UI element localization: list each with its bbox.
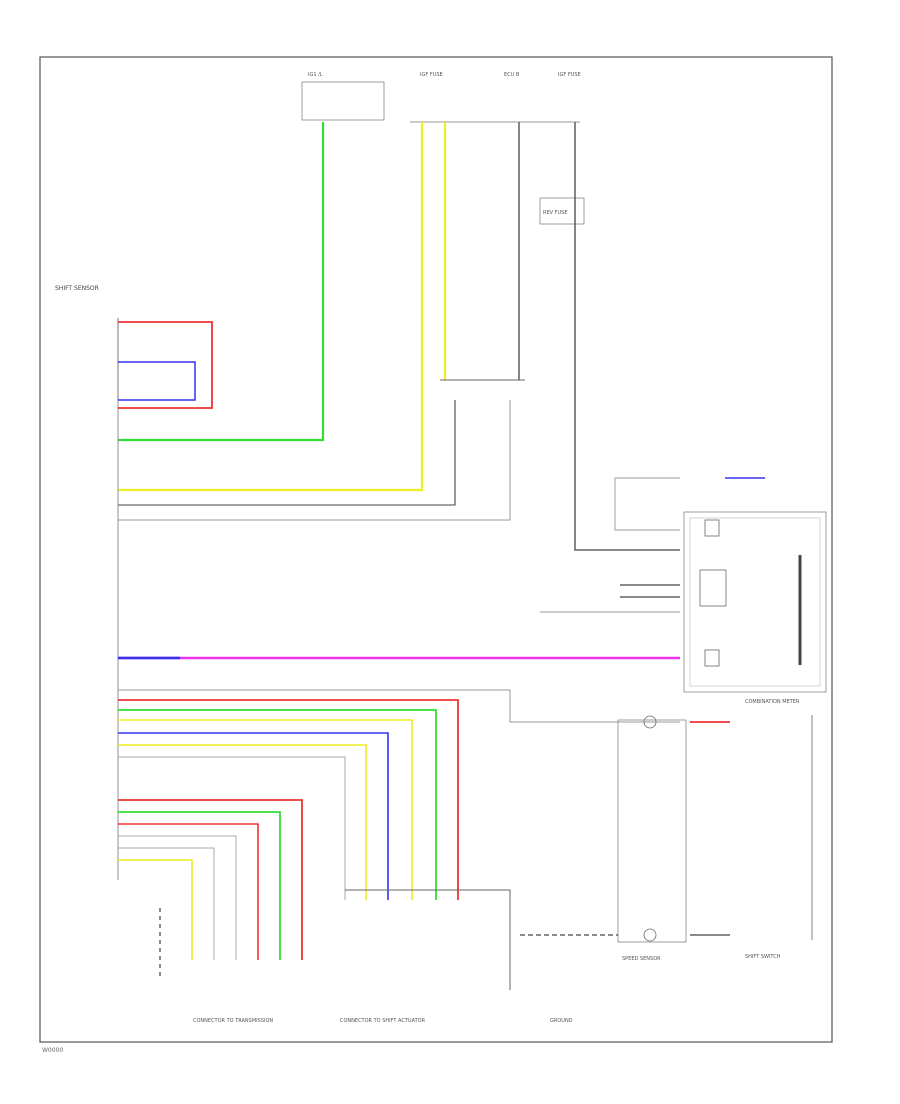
wire-yellow-bundle bbox=[118, 719, 413, 900]
wire-green bbox=[118, 122, 325, 442]
wire-gray-meter bbox=[614, 478, 680, 531]
wire-gray-1 bbox=[118, 400, 511, 521]
speed-sensor-label: SPEED SENSOR bbox=[622, 956, 661, 962]
wire-green-lower bbox=[118, 811, 281, 960]
fuse-label-3: ECU B bbox=[504, 72, 520, 78]
ecu-right-label: COMBINATION METER bbox=[745, 699, 800, 705]
meter-module-1 bbox=[704, 519, 720, 537]
sensor-connector-bottom bbox=[643, 928, 657, 942]
bottom-group-2-label: CONNECTOR TO SHIFT ACTUATOR bbox=[340, 1018, 426, 1024]
wire-gray-speed bbox=[118, 689, 680, 723]
wire-ground-bus bbox=[345, 889, 511, 990]
fuse-label-2: IGF FUSE bbox=[420, 72, 443, 78]
footer-code: W0000 bbox=[42, 1047, 63, 1054]
wire-yellow-bundle-2 bbox=[118, 744, 367, 900]
wire-black-3 bbox=[118, 400, 456, 506]
ecu-left-label: SHIFT SENSOR bbox=[55, 285, 99, 292]
bottom-ground-label: GROUND bbox=[550, 1018, 573, 1024]
wire-gray-lower-2 bbox=[118, 847, 215, 960]
wire-red-loop bbox=[118, 321, 213, 409]
diagram-frame bbox=[39, 56, 833, 1043]
wire-green-bundle bbox=[118, 709, 437, 900]
wire-yellow-1 bbox=[118, 122, 424, 492]
meter-module-2 bbox=[699, 569, 727, 607]
combination-meter-box bbox=[683, 511, 827, 693]
combination-meter-inner bbox=[689, 517, 821, 687]
relay-label: REV FUSE bbox=[543, 210, 568, 216]
fuse-box-1 bbox=[301, 81, 385, 121]
wire-yellow-lower bbox=[118, 859, 193, 960]
fuse-label-4: IGF FUSE bbox=[558, 72, 581, 78]
bottom-group-1-label: CONNECTOR TO TRANSMISSION bbox=[193, 1018, 273, 1024]
shift-panel-label: SHIFT SWITCH bbox=[745, 954, 781, 960]
wire-gray-lower bbox=[118, 835, 237, 960]
wire-red-lower-2 bbox=[118, 823, 259, 960]
sensor-connector-top bbox=[643, 715, 657, 729]
wire-blue-bundle bbox=[118, 732, 389, 900]
wire-gray-bundle bbox=[118, 756, 346, 900]
speed-sensor-box bbox=[617, 719, 687, 943]
wire-black-2 bbox=[574, 122, 680, 551]
fuse-label-1: IG1 /L bbox=[308, 72, 323, 78]
wire-red-lower bbox=[118, 799, 303, 960]
relay-box bbox=[539, 197, 585, 225]
wire-blue-loop bbox=[118, 361, 196, 401]
meter-module-3 bbox=[704, 649, 720, 667]
wire-red-bundle bbox=[118, 699, 459, 900]
